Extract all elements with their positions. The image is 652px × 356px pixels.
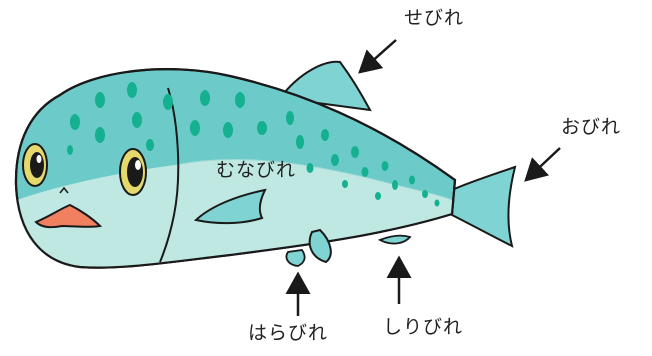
right-eye xyxy=(120,149,146,195)
pelvic-fin-2 xyxy=(286,250,304,266)
dorsal-fin-label: せびれ xyxy=(404,9,464,28)
left-eye xyxy=(23,144,47,186)
anal-fin xyxy=(380,236,410,244)
arrow-dorsal xyxy=(360,40,396,72)
anal-fin-label: しりびれ xyxy=(383,318,463,337)
tail-fin xyxy=(450,167,515,246)
tail-fin-label: おびれ xyxy=(561,118,621,137)
pelvic-fin-label: はらびれ xyxy=(248,324,328,343)
pectoral-fin-label: むなびれ xyxy=(216,161,296,180)
arrow-tail xyxy=(526,148,560,180)
